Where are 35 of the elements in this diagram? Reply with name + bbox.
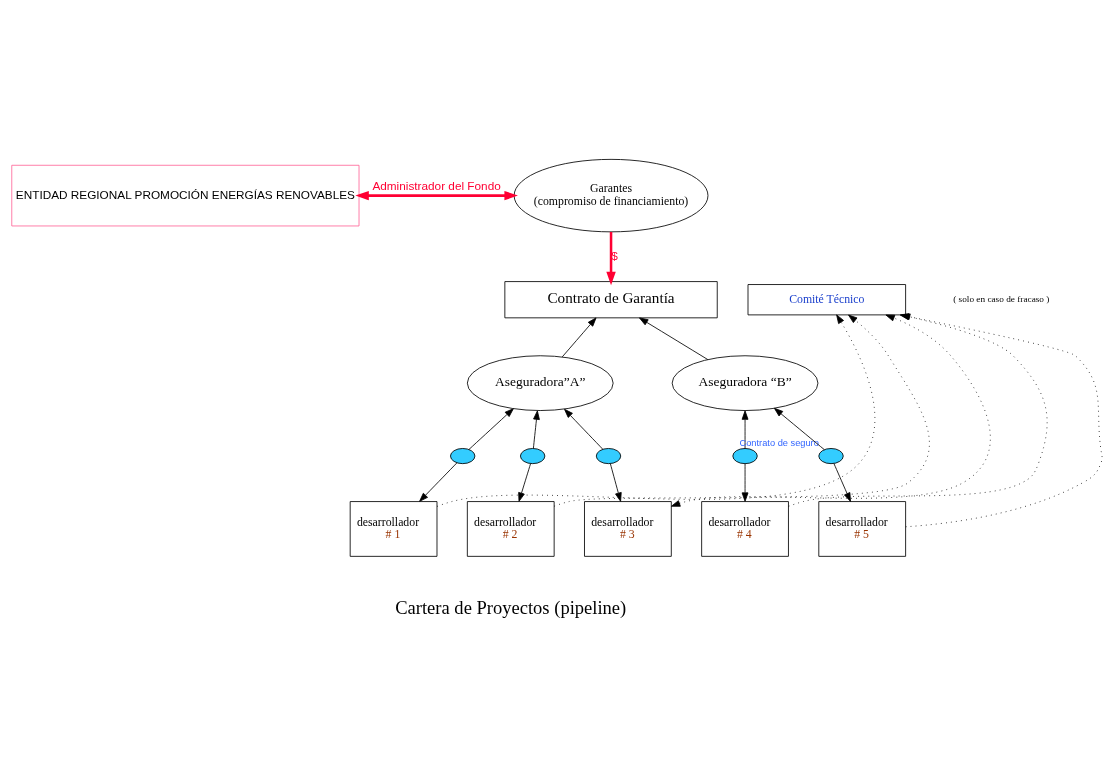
arrow: [436, 313, 876, 507]
arrow: [468, 407, 514, 450]
arrow: [833, 462, 851, 502]
node-ellipse: Aseguradora “B”: [671, 354, 819, 411]
node-box: ENTIDAD REGIONAL PROMOCIÓN ENERGÍAS RENOVABLES: [11, 164, 360, 226]
arrow: [741, 462, 749, 502]
arrow: [518, 462, 531, 502]
edge-label: $: [611, 248, 618, 262]
node-ellipse: Aseguradora”A”: [466, 354, 614, 411]
arrow: [355, 190, 518, 200]
node-ellipse: [520, 447, 546, 464]
node-box: desarrollador # 3: [584, 500, 672, 557]
arrow: [606, 231, 616, 285]
arrow: [564, 408, 604, 450]
arrow: [561, 316, 597, 357]
node-ellipse: Garantes (compromiso de financiamiento): [513, 158, 709, 232]
edge-label: Administrador del Fondo: [372, 178, 501, 192]
arrow: [774, 407, 825, 450]
node-box: desarrollador # 5: [818, 500, 907, 557]
node-ellipse: [595, 447, 622, 464]
arrow: [532, 410, 540, 449]
label: ( solo en caso de fracaso ): [953, 293, 1050, 304]
arrow: [741, 410, 749, 449]
node-box: Comité Técnico: [747, 283, 907, 315]
node-ellipse: [818, 447, 844, 464]
arrow: [609, 462, 622, 502]
node-ellipse: [732, 447, 758, 464]
node-box: desarrollador # 1: [349, 500, 438, 557]
node-box: desarrollador # 4: [701, 500, 789, 557]
node-box: Contrato de Garantía: [504, 280, 718, 318]
label: Cartera de Proyectos (pipeline): [395, 596, 627, 618]
arrow: [419, 462, 458, 502]
arrow: [639, 316, 709, 360]
node-box: desarrollador # 2: [466, 500, 555, 557]
node-ellipse: [450, 447, 476, 464]
